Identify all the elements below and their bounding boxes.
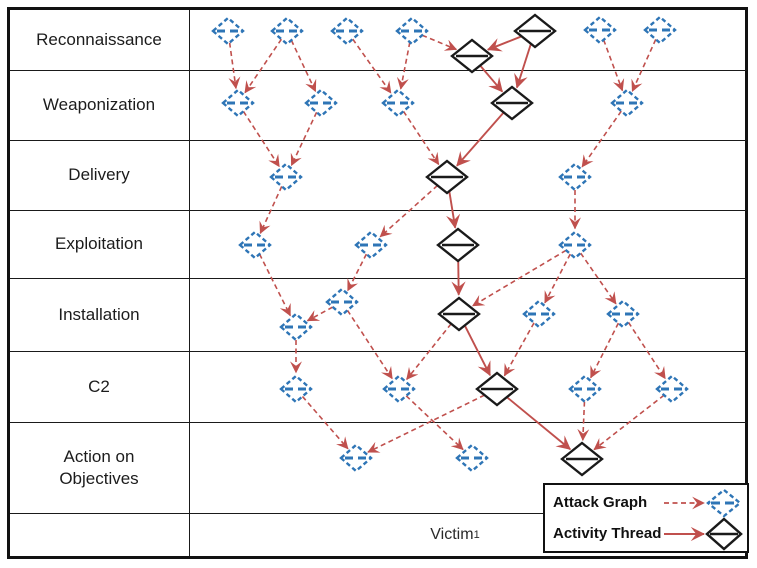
- stage-label-reconnaissance: Reconnaissance: [36, 30, 162, 50]
- stage-label-action-on-objectives: Action on Objectives: [59, 447, 139, 488]
- outer-border: [7, 7, 748, 559]
- victim-subscript: 1: [473, 528, 480, 541]
- stage-label-exploitation: Exploitation: [55, 234, 143, 254]
- stage-label-delivery: Delivery: [68, 165, 130, 185]
- stage-label-installation: Installation: [58, 304, 140, 324]
- legend-row-attack-graph: Attack Graph: [553, 487, 743, 518]
- row-divider: [10, 210, 747, 211]
- dashed-arrow-and-attack-diamond-icon: [664, 487, 742, 518]
- legend-attack-graph-label: Attack Graph: [553, 494, 648, 511]
- legend-row-activity-thread: Activity Thread: [553, 516, 743, 551]
- legend: Attack Graph Activity Thread: [543, 483, 749, 553]
- legend-activity-thread-label: Activity Thread: [553, 525, 662, 542]
- victim-text: Victim: [430, 525, 474, 543]
- row-divider: [10, 278, 747, 279]
- label-column-divider: [189, 10, 190, 556]
- stage-label-c2: C2: [88, 376, 110, 396]
- solid-arrow-and-thread-diamond-icon: [664, 516, 743, 551]
- stage-label-weaponization: Weaponization: [42, 95, 156, 115]
- row-divider: [10, 140, 747, 141]
- row-divider: [10, 513, 747, 514]
